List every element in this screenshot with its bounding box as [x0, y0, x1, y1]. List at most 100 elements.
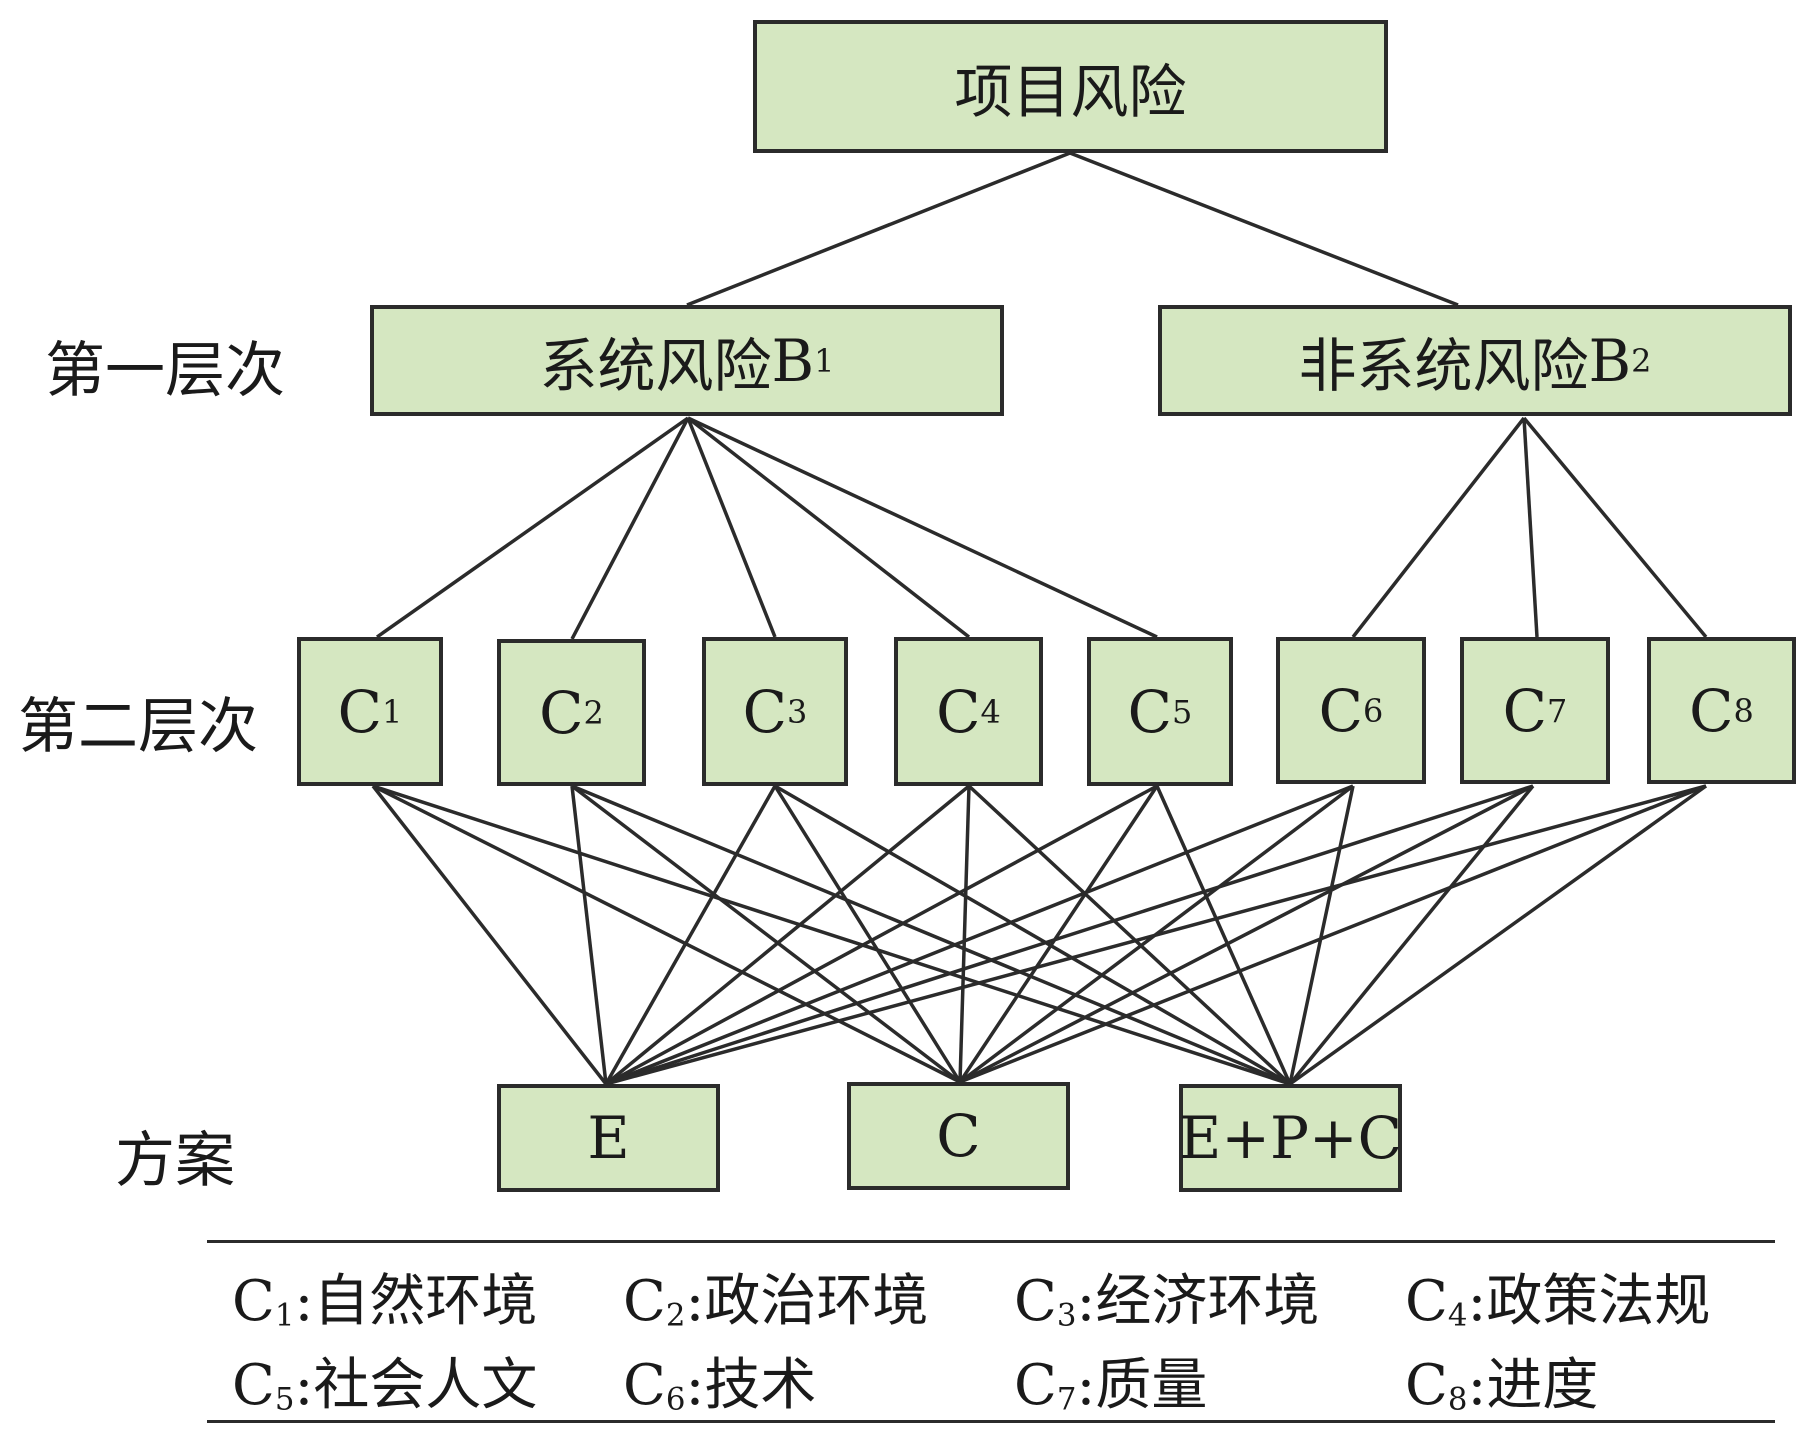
node-c2-letter: C — [539, 678, 584, 747]
connector-b1-to-c5 — [687, 416, 1158, 639]
legend-item-c6: C6:技术 — [623, 1353, 817, 1418]
node-plan-e-label: E — [587, 1104, 630, 1172]
legend-c3-text: :经济环境 — [1076, 1269, 1320, 1334]
legend-c4-text: :政策法规 — [1467, 1269, 1711, 1334]
connector-c1-to-plan-1 — [371, 784, 608, 1086]
node-c3-sub: 3 — [787, 692, 808, 731]
node-c7-sub: 7 — [1547, 691, 1568, 730]
legend-c6-sub: 6 — [665, 1381, 686, 1418]
connector-c2-to-plan-1 — [570, 785, 608, 1085]
node-c2-sub: 2 — [583, 693, 604, 732]
node-c6-letter: C — [1318, 676, 1364, 745]
node-c4-sub: 4 — [980, 692, 1001, 731]
connector-c3-to-plan-2 — [773, 785, 962, 1083]
connector-b2-to-c6 — [1351, 416, 1526, 639]
level-label-first: 第一层次 — [45, 336, 285, 406]
node-c4-letter: C — [936, 677, 981, 746]
connector-c1-to-plan-3 — [372, 784, 1291, 1086]
node-c5-letter: C — [1127, 677, 1173, 746]
legend-item-c3: C3:经济环境 — [1014, 1269, 1320, 1334]
connector-c4-to-plan-1 — [604, 784, 971, 1086]
legend-c8-sub: 8 — [1447, 1381, 1468, 1418]
node-b1-sub: 1 — [814, 341, 835, 380]
legend-c3-sub: 3 — [1056, 1297, 1077, 1334]
node-plan-e: E — [497, 1084, 720, 1192]
connector-c8-to-plan-2 — [959, 784, 1707, 1084]
connector-c7-to-plan-1 — [605, 784, 1534, 1086]
legend-c2-text: :政治环境 — [685, 1269, 929, 1334]
connector-c8-to-plan-1 — [605, 784, 1707, 1086]
legend-c5-sub: 5 — [274, 1381, 295, 1418]
legend-c7-text: :质量 — [1076, 1353, 1208, 1418]
node-plan-epc: E+P+C — [1179, 1084, 1402, 1192]
connector-c5-to-plan-3 — [1155, 785, 1292, 1085]
legend-item-c2: C2:政治环境 — [623, 1269, 929, 1334]
connector-c2-to-plan-3 — [571, 784, 1291, 1086]
connector-b1-to-c4 — [686, 416, 971, 639]
connector-b1-to-c3 — [686, 417, 777, 638]
node-b2-letter: B — [1588, 326, 1632, 395]
connector-b2-to-c7 — [1522, 417, 1539, 638]
node-b1-label: 系统风险 — [539, 331, 772, 400]
legend-item-c5: C5:社会人文 — [232, 1353, 538, 1418]
legend-c2-sub: 2 — [665, 1297, 686, 1334]
node-c8-letter: C — [1689, 676, 1734, 745]
node-c7-letter: C — [1502, 676, 1548, 745]
connector-c3-to-plan-1 — [604, 785, 777, 1085]
node-plan-epc-label: E+P+C — [1179, 1104, 1402, 1172]
node-b2-label: 非系统风险 — [1298, 331, 1589, 400]
legend-item-c7: C7:质量 — [1014, 1353, 1208, 1418]
connector-c2-to-plan-2 — [570, 784, 962, 1084]
legend-c4-sub: 4 — [1447, 1297, 1468, 1334]
node-plan-c: C — [847, 1082, 1070, 1190]
connector-c3-to-plan-3 — [774, 784, 1291, 1086]
level-label-plan: 方案 — [115, 1126, 235, 1196]
connector-c7-to-plan-3 — [1288, 784, 1535, 1086]
legend-top-rule — [207, 1240, 1775, 1243]
node-b2-sub: 2 — [1631, 341, 1652, 380]
legend-item-c1: C1:自然环境 — [232, 1269, 538, 1334]
connector-c4-to-plan-2 — [958, 785, 971, 1083]
node-project-risk: 项目风险 — [753, 20, 1388, 153]
legend-c7-sub: 7 — [1056, 1381, 1077, 1418]
connector-c4-to-plan-3 — [967, 784, 1292, 1086]
connector-b1-to-c2 — [570, 417, 690, 640]
connector-c6-to-plan-3 — [1288, 785, 1355, 1085]
connector-c5-to-plan-2 — [958, 785, 1159, 1083]
legend-c1-sub: 1 — [274, 1297, 295, 1334]
node-c1-letter: C — [337, 677, 383, 746]
legend-c1-text: :自然环境 — [294, 1269, 538, 1334]
legend-item-c8: C8:进度 — [1405, 1353, 1599, 1418]
connector-c8-to-plan-3 — [1288, 784, 1708, 1086]
node-c6-sub: 6 — [1363, 691, 1384, 730]
legend-c6-text: :技术 — [685, 1353, 817, 1418]
node-project-risk-label: 项目风险 — [954, 57, 1187, 126]
legend-c5-text: :社会人文 — [294, 1353, 538, 1418]
connector-c6-to-plan-1 — [605, 784, 1354, 1086]
connector-c1-to-plan-2 — [372, 784, 961, 1084]
node-c3-letter: C — [742, 677, 788, 746]
connector-c5-to-plan-1 — [605, 784, 1158, 1086]
node-b1-letter: B — [771, 326, 815, 395]
connector-b1-to-c1 — [375, 416, 690, 639]
legend-c8-text: :进度 — [1467, 1353, 1599, 1418]
legend-bottom-rule — [207, 1420, 1775, 1423]
connector-top-to-b1 — [686, 151, 1071, 307]
connector-top-to-b2 — [1069, 151, 1459, 307]
node-c5-sub: 5 — [1172, 692, 1193, 731]
level-label-second: 第二层次 — [18, 692, 258, 762]
node-plan-c-label: C — [936, 1102, 981, 1170]
legend-item-c4: C4:政策法规 — [1405, 1269, 1711, 1334]
connector-c7-to-plan-2 — [959, 784, 1534, 1084]
